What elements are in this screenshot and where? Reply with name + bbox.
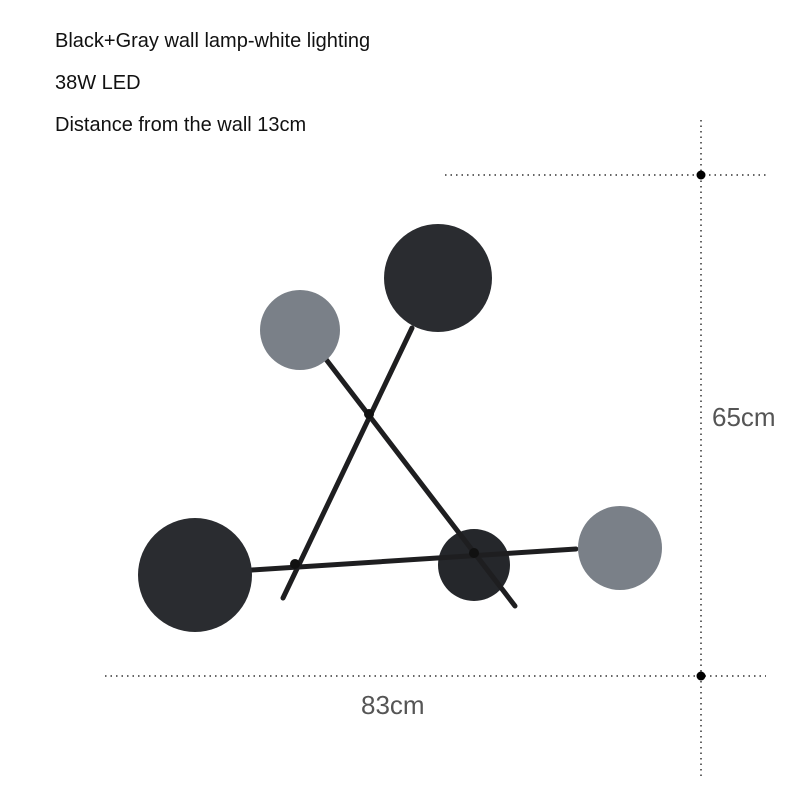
gray-disc-top-left [260,290,340,370]
black-disc-top [384,224,492,332]
wall-mount-base [438,529,510,601]
height-label: 65cm [712,402,776,432]
dimension-lines [105,120,766,776]
joint [364,409,374,419]
rod-2 [280,325,415,601]
width-label: 83cm [361,690,425,720]
spec-wall-distance: Distance from the wall 13cm [55,114,307,136]
joint [469,548,479,558]
gray-disc-right [578,506,662,590]
dimension-dot-top [696,170,706,180]
dimension-dot-bottom [696,671,706,681]
rod-3 [249,546,579,573]
spec-power: 38W LED [55,72,141,94]
rod-1 [322,355,518,609]
spec-title: Black+Gray wall lamp-white lighting [55,30,371,52]
black-disc-left [138,518,252,632]
wall-lamp [138,224,662,632]
joint [290,559,300,569]
